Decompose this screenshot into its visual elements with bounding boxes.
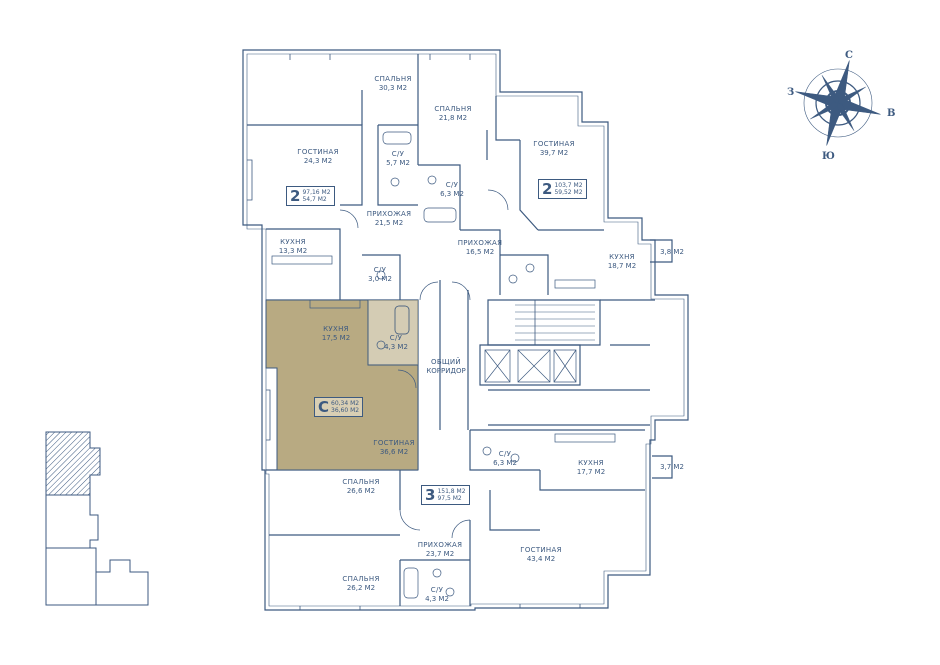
compass-rose xyxy=(795,60,881,146)
compass-west-label: З xyxy=(787,87,795,98)
building-outline-inner xyxy=(246,53,685,607)
compass-east-label: В xyxy=(887,108,896,119)
key-plan xyxy=(45,431,149,606)
balcony-label: 3,7 М2 xyxy=(660,463,684,471)
compass-south-label: Ю xyxy=(822,151,835,162)
compass-north-label: С xyxy=(845,50,853,61)
building-outline xyxy=(242,49,689,611)
balcony-label: 3,8 М2 xyxy=(660,248,684,256)
selected-bathroom-fill xyxy=(368,300,418,365)
